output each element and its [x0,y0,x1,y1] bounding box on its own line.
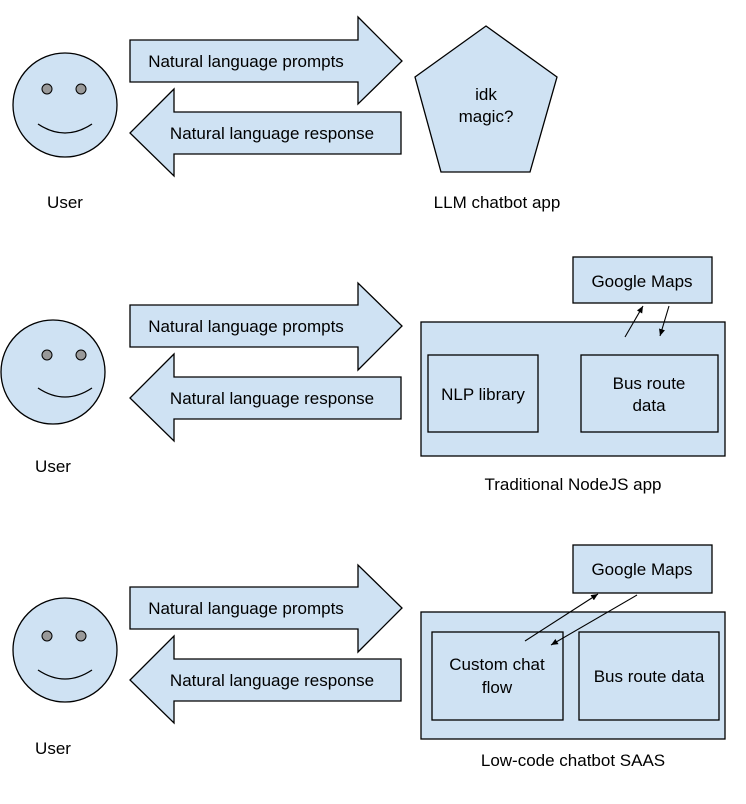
user-label: User [35,739,71,758]
llm-app-label: LLM chatbot app [434,193,561,212]
user-label: User [35,457,71,476]
prompt-arrow-label: Natural language prompts [148,52,344,71]
bus-route-data-box [580,354,719,433]
custom-chat-flow-box [431,631,564,721]
user-face-icon [12,52,118,158]
response-link-arrow [659,305,670,337]
user-label: User [47,193,83,212]
google-maps-box [572,256,713,304]
custom-flow-line-2: flow [482,678,513,697]
response-arrow-label: Natural language response [170,124,374,143]
prompt-arrow [129,563,403,654]
response-arrow [129,352,402,443]
response-link-arrow [550,594,638,646]
google-maps-box [572,544,713,594]
row-traditional-app: User Natural language prompts Natural la… [0,256,726,494]
user-face-icon [0,319,106,425]
user-face-icon [12,597,118,703]
bus-route-data-box [578,631,720,721]
row-low-code-saas: User Natural language prompts Natural la… [12,544,726,770]
response-arrow [129,87,402,178]
prompt-arrow [129,281,403,372]
response-arrow-label: Natural language response [170,671,374,690]
request-link-arrow [524,593,599,642]
pentagon-line-2: magic? [459,107,514,126]
nlp-library-label: NLP library [441,385,525,404]
nlp-library-box [427,354,539,433]
saas-app-label: Low-code chatbot SAAS [481,751,665,770]
response-arrow-label: Natural language response [170,389,374,408]
prompt-arrow-label: Natural language prompts [148,599,344,618]
prompt-arrow-label: Natural language prompts [148,317,344,336]
response-arrow [129,634,402,725]
prompt-arrow [129,15,403,106]
custom-flow-line-1: Custom chat [449,655,545,674]
request-link-arrow [624,305,644,338]
google-maps-label: Google Maps [591,272,692,291]
pentagon-line-1: idk [475,85,497,104]
nodejs-app-label: Traditional NodeJS app [484,475,661,494]
bus-route-label: Bus route data [594,667,705,686]
llm-pentagon [414,25,558,173]
row-llm-chatbot: User Natural language prompts Natural la… [12,15,561,212]
bus-route-line-1: Bus route [613,374,686,393]
google-maps-label: Google Maps [591,560,692,579]
bus-route-line-2: data [632,396,666,415]
